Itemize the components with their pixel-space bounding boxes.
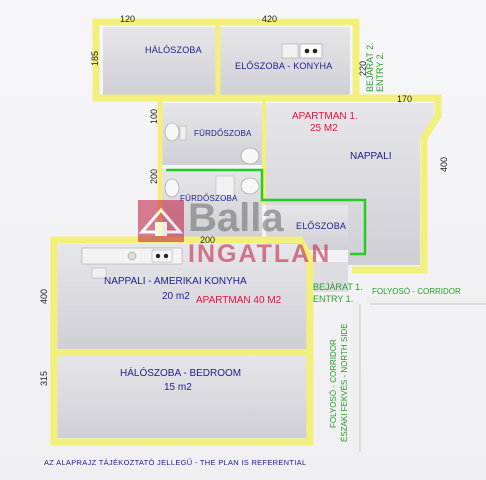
room-label-eloszoba-konyha: ELŐSZOBA - KONYHA (235, 61, 333, 71)
room-label-nappali: NAPPALI (350, 151, 392, 162)
logo-word: Balla (188, 196, 284, 240)
room-label-haloszoba: HÁLÓSZOBA (145, 45, 202, 55)
toilet-icon (164, 122, 180, 142)
floor-haloszoba-bedroom (57, 354, 307, 438)
shower-tray-icon (215, 175, 235, 199)
apartment-1-boundary (166, 168, 367, 256)
room-label-nappali-konyha: NAPPALI - AMERIKAI KONYHA (104, 276, 247, 287)
footer-note: AZ ALAPRAJZ TÁJÉKOZTATÓ JELLEGŰ - THE PL… (44, 458, 307, 467)
floor-haloszoba-top (103, 27, 216, 95)
kitchen-counter-top (281, 43, 299, 59)
corridor-label-horizontal: FOLYOSÓ - CORRIDOR (372, 287, 461, 296)
room-label-furdoszoba-1: FÜRDŐSZOBA (194, 129, 252, 138)
dim-315: 315 (39, 370, 49, 386)
walls (50, 18, 442, 446)
entry-2-label-hu: BEJÁRAT 2. (365, 42, 375, 92)
apartment-1-area: 25 M2 (310, 123, 338, 134)
room-label-furdoszoba-2: FÜRDŐSZOBA (180, 194, 238, 203)
apartment-2-label: APARTMAN 40 M2 (196, 295, 282, 306)
entry-2-label-en: ENTRY 2. (375, 51, 385, 92)
entry-1-label-en: ENTRY 1. (313, 294, 354, 304)
toilet-icon-2 (164, 178, 180, 198)
dim-100: 100 (149, 108, 159, 124)
corridor-lines (352, 296, 486, 452)
sink-icon (240, 147, 260, 165)
north-side-label: ÉSZAKI FEKVÉS - NORTH SIDE (340, 323, 349, 442)
room-label-eloszoba: ELŐSZOBA (296, 221, 347, 231)
dim-185: 185 (90, 50, 100, 66)
stove-icon (151, 249, 173, 263)
balla-logo-icon (138, 200, 184, 242)
room-label-haloszoba-bedroom: HÁLÓSZOBA - BEDROOM (120, 368, 242, 379)
sink-bowl-icon (127, 251, 137, 261)
room-area-nappali-konyha: 20 m2 (162, 291, 190, 302)
sink-icon-2 (240, 177, 260, 195)
logo-subtitle: INGATLAN (188, 240, 332, 268)
dim-400-right: 400 (439, 156, 449, 172)
floor-eloszoba-konyha (220, 27, 350, 95)
floor-corridor (308, 262, 348, 292)
corridor-label-vertical: FOLYOSÓ - CORRIDOR (329, 339, 338, 428)
dim-420: 420 (262, 14, 278, 24)
corridor-edge (359, 303, 486, 452)
shelf-icon (91, 267, 107, 279)
room-area-haloszoba: 15 m2 (164, 382, 192, 393)
dim-200-horizontal: 200 (200, 235, 216, 245)
dim-200-vertical: 200 (149, 168, 159, 184)
apartment-1-name: APARTMAN 1. (292, 111, 358, 122)
dim-400-left: 400 (39, 288, 49, 304)
dim-120: 120 (120, 14, 136, 24)
entry-1-label-hu: BEJÁRAT 1. (313, 282, 363, 292)
dim-170: 170 (397, 94, 413, 104)
stove-top-icon (299, 43, 323, 59)
fixtures (81, 43, 323, 279)
